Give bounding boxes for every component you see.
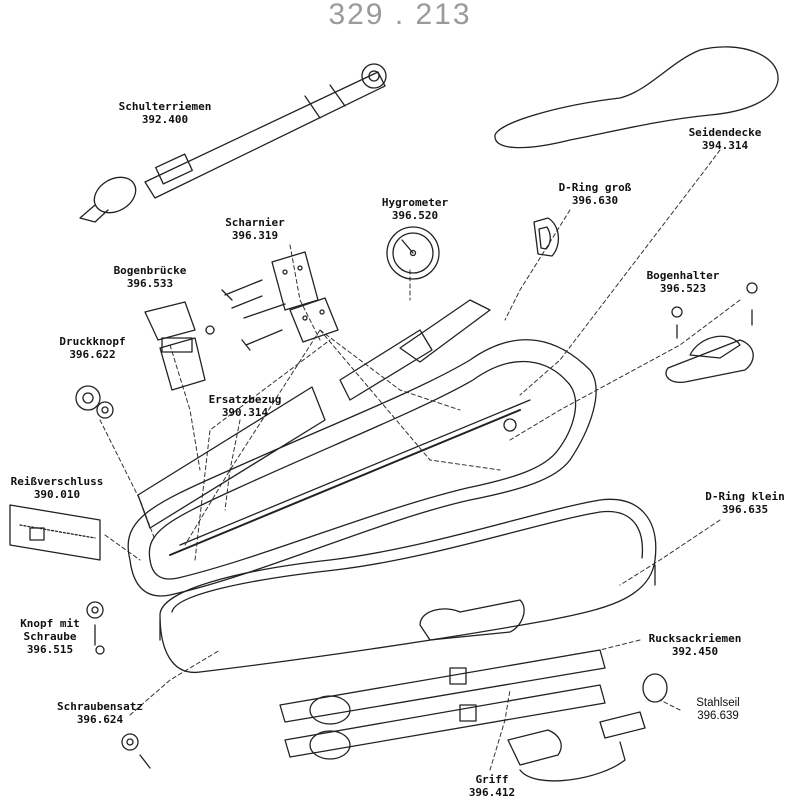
part-label-rucksackriemen: Rucksackriemen 392.450 bbox=[640, 632, 750, 658]
ersatzbezug-drawing bbox=[137, 299, 491, 529]
part-name: D-Ring groß bbox=[558, 181, 632, 194]
part-name: Bogenhalter bbox=[646, 269, 720, 282]
bogenbruecke-drawing bbox=[144, 301, 215, 391]
part-number: 396.520 bbox=[391, 209, 439, 222]
part-number: 396.622 bbox=[69, 348, 116, 361]
part-name-line1: Knopf mit bbox=[20, 617, 80, 630]
schulterriemen-drawing bbox=[79, 63, 387, 223]
leader-lines bbox=[99, 149, 741, 771]
part-number: 396.412 bbox=[468, 786, 516, 799]
part-label-hygrometer: Hygrometer 396.520 bbox=[375, 196, 455, 222]
part-name: Seidendecke bbox=[688, 126, 762, 139]
part-name: Bogenbrücke bbox=[113, 264, 187, 277]
part-label-d-ring-gross: D-Ring groß 396.630 bbox=[545, 181, 645, 207]
part-label-bogenbruecke: Bogenbrücke 396.533 bbox=[105, 264, 195, 290]
part-number: 390.314 bbox=[221, 406, 269, 419]
part-label-druckknopf: Druckknopf 396.622 bbox=[50, 335, 135, 361]
part-name: Rucksackriemen bbox=[648, 632, 742, 645]
part-number: 396.533 bbox=[126, 277, 174, 290]
druckknopf-drawing bbox=[75, 385, 114, 419]
part-number: 396.630 bbox=[571, 194, 619, 207]
part-label-d-ring-klein: D-Ring klein 396.635 bbox=[695, 490, 795, 516]
part-label-reissverschluss: Reißverschluss 390.010 bbox=[2, 475, 112, 501]
part-name: Reißverschluss bbox=[10, 475, 104, 488]
part-label-bogenhalter: Bogenhalter 396.523 bbox=[638, 269, 728, 295]
part-name-line2: Schraube bbox=[23, 630, 77, 643]
knopf-mit-schraube-drawing bbox=[86, 601, 105, 655]
part-name: Hygrometer bbox=[381, 196, 449, 209]
part-number: 396.639 bbox=[697, 710, 739, 722]
seidendecke-drawing bbox=[494, 46, 779, 149]
part-number: 392.450 bbox=[671, 645, 719, 658]
part-name: Schraubensatz bbox=[56, 700, 144, 713]
part-number: 396.515 bbox=[26, 643, 74, 656]
part-name: Druckknopf bbox=[59, 335, 126, 348]
part-name: D-Ring klein bbox=[705, 490, 785, 503]
part-number: 396.624 bbox=[76, 713, 124, 726]
stahlseil-drawing bbox=[642, 673, 668, 703]
part-number: 390.010 bbox=[33, 488, 81, 501]
part-number: 392.400 bbox=[141, 113, 189, 126]
part-name: Stahlseil bbox=[696, 697, 740, 709]
hygrometer-drawing bbox=[386, 226, 440, 280]
part-label-knopf-mit-schraube: Knopf mit Schraube 396.515 bbox=[10, 617, 90, 656]
part-name: Griff bbox=[475, 773, 509, 786]
part-label-scharnier: Scharnier 396.319 bbox=[215, 216, 295, 242]
part-name: Schulterriemen bbox=[118, 100, 212, 113]
part-label-griff: Griff 396.412 bbox=[457, 773, 527, 799]
part-label-seidendecke: Seidendecke 394.314 bbox=[670, 126, 780, 152]
part-number: 394.314 bbox=[701, 139, 749, 152]
case-lid-drawing bbox=[127, 339, 597, 597]
part-label-schraubensatz: Schraubensatz 396.624 bbox=[45, 700, 155, 726]
part-number: 396.319 bbox=[231, 229, 279, 242]
part-number: 396.635 bbox=[721, 503, 769, 516]
part-label-stahlseil: Stahlseil 396.639 bbox=[683, 697, 753, 723]
part-number: 396.523 bbox=[659, 282, 707, 295]
d-ring-gross-drawing bbox=[533, 217, 559, 257]
bogenhalter-drawing bbox=[665, 282, 758, 383]
part-name: Scharnier bbox=[225, 216, 285, 229]
griff-drawing bbox=[507, 711, 646, 782]
part-label-ersatzbezug: Ersatzbezug 390.314 bbox=[200, 393, 290, 419]
rucksackriemen-drawing bbox=[279, 649, 606, 760]
schraubensatz-drawing bbox=[121, 733, 151, 769]
scharnier-drawing bbox=[221, 251, 339, 351]
reissverschluss-drawing bbox=[9, 504, 101, 561]
article-number: 329 . 213 bbox=[328, 0, 472, 31]
part-name: Ersatzbezug bbox=[208, 393, 282, 406]
part-label-schulterriemen: Schulterriemen 392.400 bbox=[110, 100, 220, 126]
case-body-drawing bbox=[159, 498, 657, 673]
